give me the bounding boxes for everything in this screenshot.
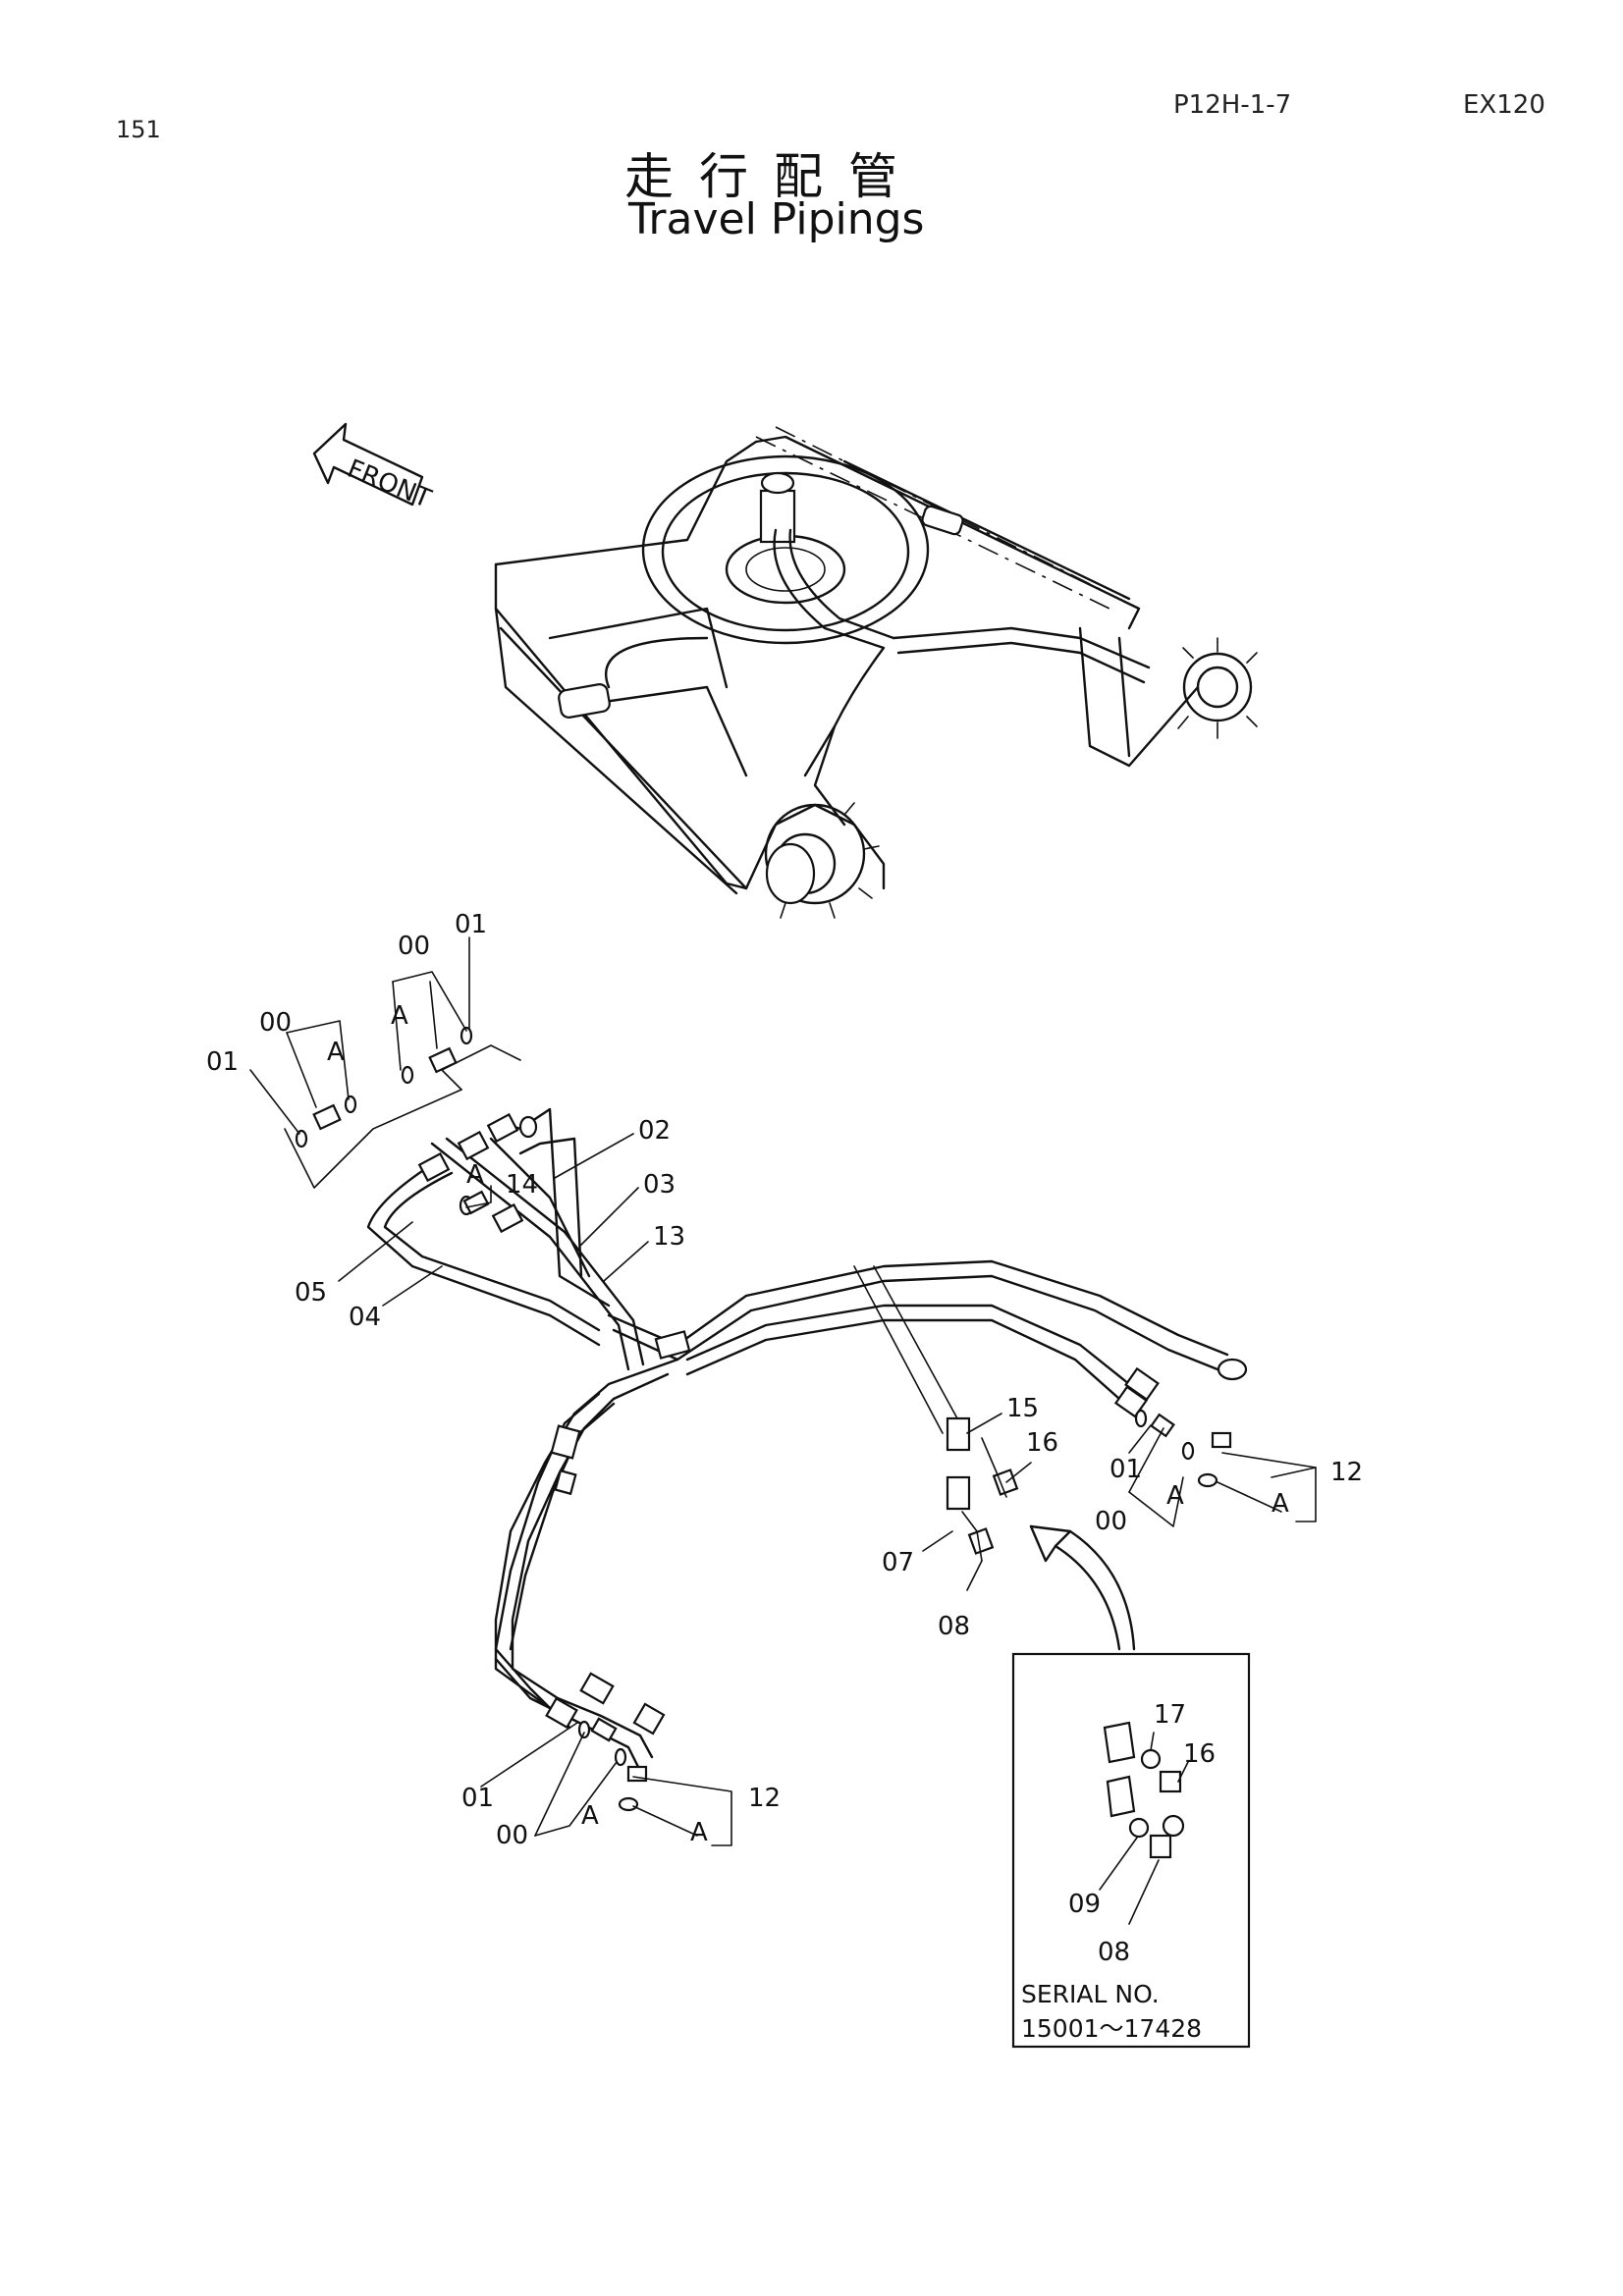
callout-00-upper: 00 <box>398 932 430 961</box>
callout-14: 14 <box>506 1170 538 1200</box>
callout-01-upper: 01 <box>455 910 487 939</box>
fitting-detail-upper <box>249 936 521 1189</box>
callout-13: 13 <box>653 1222 685 1252</box>
callout-a-lower-2: A <box>690 1818 708 1847</box>
inset-callout-08: 08 <box>1098 1938 1130 1967</box>
callout-02: 02 <box>638 1116 671 1146</box>
callout-12-right: 12 <box>1330 1458 1363 1487</box>
front-label: FRONT <box>343 454 435 514</box>
callout-01-left: 01 <box>206 1047 239 1077</box>
callout-07: 07 <box>882 1548 914 1577</box>
callout-00-lower: 00 <box>496 1821 528 1850</box>
callout-05: 05 <box>295 1278 327 1308</box>
callout-leaders <box>338 1133 1317 1846</box>
inset-callout-17: 17 <box>1154 1700 1186 1730</box>
model-name: EX120 <box>1463 90 1545 120</box>
callout-a-upper: A <box>391 1001 408 1031</box>
travel-piping <box>366 1107 1248 1812</box>
callout-a-mid: A <box>466 1160 484 1190</box>
serial-number-label: SERIAL NO. <box>1021 1980 1160 2008</box>
callout-08: 08 <box>938 1612 970 1641</box>
callout-a-right-2: A <box>1271 1489 1289 1519</box>
callout-03: 03 <box>643 1170 676 1200</box>
callout-a-lower: A <box>581 1801 599 1831</box>
serial-number-range: 15001～17428 <box>1021 2014 1202 2043</box>
part-code: P12H-1-7 <box>1173 90 1292 120</box>
callout-00-left: 00 <box>259 1008 292 1038</box>
callout-00-right: 00 <box>1095 1507 1127 1536</box>
title-japanese: 走行配管 <box>624 148 923 205</box>
serial-inset-box <box>1011 1652 1251 2049</box>
callout-labels: 00 01 A 00 01 A 02 03 13 14 A 05 04 15 1… <box>206 910 1363 1967</box>
callout-16: 16 <box>1026 1428 1058 1458</box>
inset-callout-09: 09 <box>1068 1890 1101 1919</box>
front-arrow: FRONT <box>312 422 435 514</box>
title-english: Travel Pipings <box>628 194 925 244</box>
callout-12-lower: 12 <box>748 1784 781 1813</box>
callout-a-right: A <box>1166 1481 1184 1511</box>
callout-01-lower: 01 <box>461 1784 494 1813</box>
inset-callout-16: 16 <box>1183 1739 1216 1769</box>
callout-a-left: A <box>327 1038 345 1067</box>
callout-15: 15 <box>1006 1394 1039 1423</box>
undercarriage-illustration <box>494 426 1258 919</box>
page-number: 151 <box>116 116 161 143</box>
callout-04: 04 <box>349 1303 381 1332</box>
clamp-assembly <box>853 1265 1136 1651</box>
callout-01-right: 01 <box>1109 1455 1142 1484</box>
